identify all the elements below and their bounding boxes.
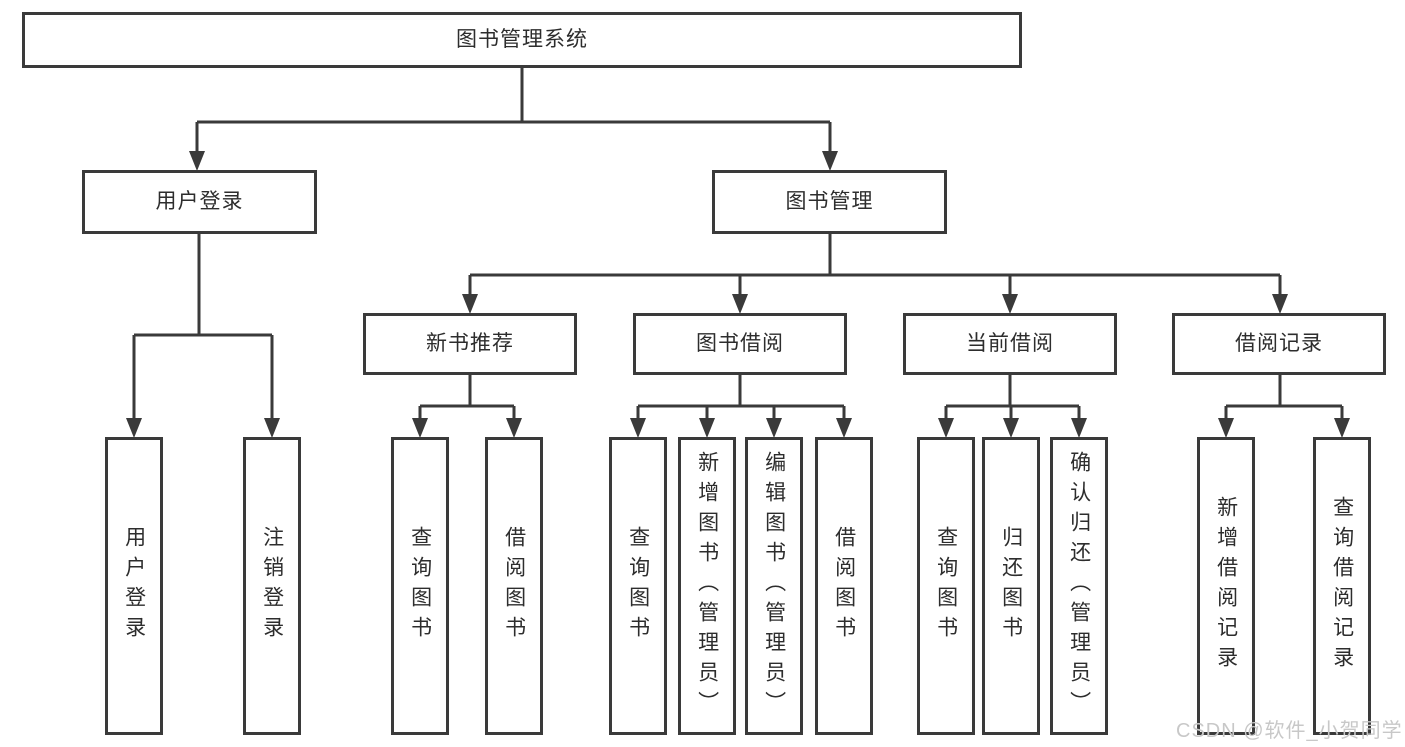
node-label: 查询图书 [408, 526, 432, 646]
node-label: 图书管理系统 [456, 28, 588, 52]
node-label: 新增借阅记录 [1214, 496, 1238, 676]
node-book-management: 图书管理 [712, 170, 947, 234]
node-label: 查询借阅记录 [1330, 496, 1354, 676]
node-label: 借阅图书 [502, 526, 526, 646]
leaf-br-query-record: 查询借阅记录 [1313, 437, 1371, 735]
leaf-nbr-borrow-books: 借阅图书 [485, 437, 543, 735]
leaf-bb-edit-books-admin: 编辑图书（管理员） [745, 437, 803, 735]
leaf-bb-query-books: 查询图书 [609, 437, 667, 735]
node-user-login: 用户登录 [82, 170, 317, 234]
leaf-bb-add-books-admin: 新增图书（管理员） [678, 437, 736, 735]
node-label: 注销登录 [260, 526, 284, 646]
node-label: 当前借阅 [966, 332, 1054, 356]
node-label: 查询图书 [934, 526, 958, 646]
node-label: 用户登录 [155, 190, 244, 214]
node-label: 图书管理 [785, 190, 874, 214]
node-label: 编辑图书（管理员） [762, 451, 786, 721]
leaf-cb-query-books: 查询图书 [917, 437, 975, 735]
csdn-watermark: CSDN @软件_小贺同学 [1176, 720, 1403, 742]
leaf-user-login: 用户登录 [105, 437, 163, 735]
node-current-borrow: 当前借阅 [903, 313, 1117, 375]
node-label: 查询图书 [626, 526, 650, 646]
leaf-logout: 注销登录 [243, 437, 301, 735]
leaf-bb-borrow-books: 借阅图书 [815, 437, 873, 735]
node-book-borrow: 图书借阅 [633, 313, 847, 375]
node-library-management-system: 图书管理系统 [22, 12, 1022, 68]
node-new-book-recommend: 新书推荐 [363, 313, 577, 375]
node-label: 新书推荐 [426, 332, 514, 356]
node-label: 新增图书（管理员） [695, 451, 719, 721]
leaf-cb-confirm-return-admin: 确认归还（管理员） [1050, 437, 1108, 735]
leaf-cb-return-books: 归还图书 [982, 437, 1040, 735]
node-label: 归还图书 [999, 526, 1023, 646]
arrowheads [126, 151, 1350, 438]
node-label: 用户登录 [122, 526, 146, 646]
node-label: 确认归还（管理员） [1067, 451, 1091, 721]
leaf-br-add-record: 新增借阅记录 [1197, 437, 1255, 735]
node-label: 借阅图书 [832, 526, 856, 646]
node-borrow-records: 借阅记录 [1172, 313, 1386, 375]
node-label: 图书借阅 [696, 332, 784, 356]
leaf-nbr-query-books: 查询图书 [391, 437, 449, 735]
node-label: 借阅记录 [1235, 332, 1323, 356]
